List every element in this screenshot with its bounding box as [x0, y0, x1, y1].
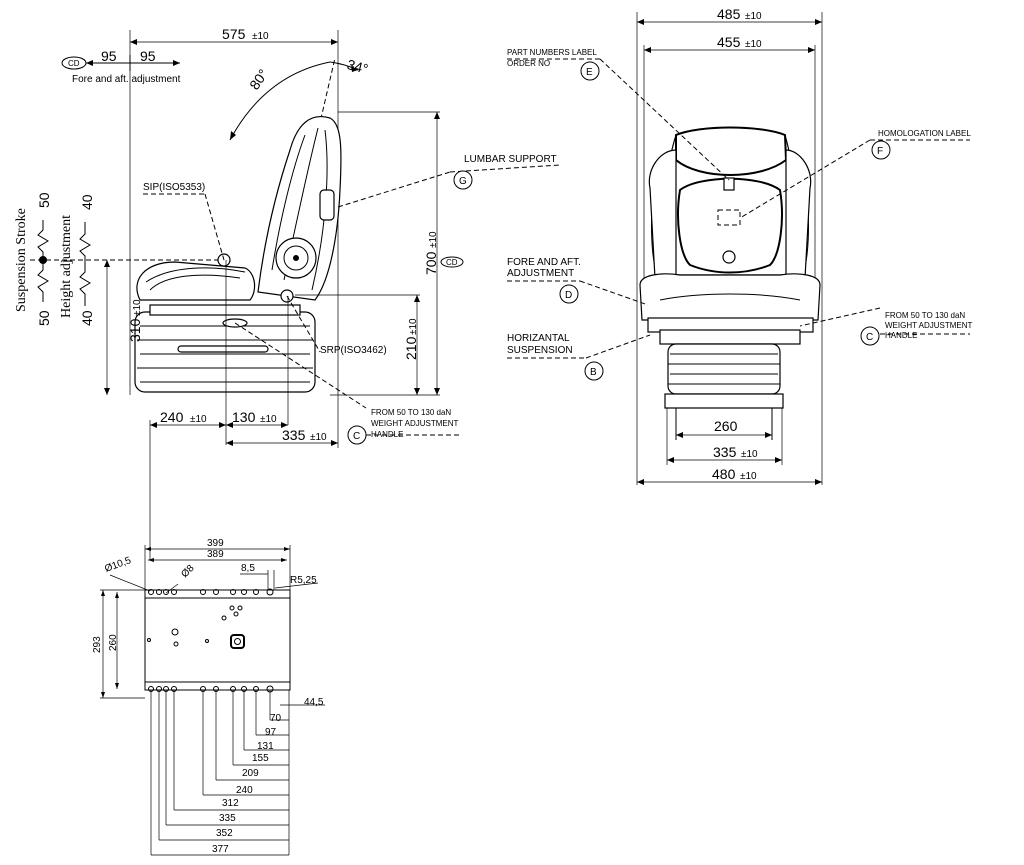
cd-symbol-right	[440, 256, 464, 268]
svg-text:E: E	[586, 67, 593, 78]
tag-b	[584, 361, 604, 381]
dim-352: 352	[216, 828, 233, 839]
horiz-label-1: HORIZANTAL	[507, 333, 570, 344]
tag-e	[580, 61, 600, 81]
fore-aft-minus: 95	[101, 48, 117, 64]
weight-note-side-3: HANDLE	[371, 430, 403, 439]
svg-text:±10: ±10	[745, 39, 762, 50]
dim-335-front: 335	[713, 444, 737, 460]
height-adjust-label: Height adjustment	[59, 215, 74, 318]
radius-525: R5,25	[290, 575, 317, 586]
hole-dims: 70 97 131 155 209 240 312 335 352 377	[150, 690, 290, 856]
dim-335-plate: 335	[219, 813, 236, 824]
hole-row-bottom	[148, 685, 274, 693]
dim-210: 210	[403, 336, 419, 360]
srp-label: SRP(ISO3462)	[320, 345, 387, 356]
dim-455: 455	[717, 34, 741, 50]
dim-310: 310	[127, 318, 143, 342]
suspension-plus: 50	[36, 192, 52, 208]
dim-399: 399	[207, 538, 224, 549]
horiz-label-2: SUSPENSION	[507, 345, 573, 356]
weight-note-front-2: WEIGHT ADJUSTMENT	[885, 321, 973, 330]
fore-aft-label: Fore and aft. adjustment	[72, 74, 181, 85]
dim-480: 480	[712, 466, 736, 482]
height-minus: 40	[79, 310, 95, 326]
svg-text:±10: ±10	[740, 471, 757, 482]
weight-note-side-2: WEIGHT ADJUSTMENT	[371, 419, 459, 428]
dim-312: 312	[222, 798, 239, 809]
dim-485: 485	[717, 6, 741, 22]
dim-575: 575	[222, 26, 246, 42]
hole-row-top	[148, 588, 274, 596]
dim-575-tol: ±10	[252, 31, 269, 42]
dim-389: 389	[207, 549, 224, 560]
svg-text:±10: ±10	[310, 432, 327, 443]
dim-209: 209	[242, 768, 259, 779]
cd-tag: CD	[68, 59, 80, 68]
svg-text:B: B	[590, 367, 597, 378]
svg-text:±10: ±10	[132, 299, 143, 316]
dim-335-side: 335	[282, 427, 306, 443]
side-view: 575 ±10 CD 95 95 Fore and aft. adjustmen…	[14, 26, 561, 560]
tag-c-front	[860, 326, 880, 346]
svg-text:±10: ±10	[260, 414, 277, 425]
svg-text:±10: ±10	[741, 449, 758, 460]
weight-note-side-1: FROM 50 TO 130 daN	[371, 408, 451, 417]
svg-text:±10: ±10	[428, 231, 439, 248]
svg-text:D: D	[565, 290, 572, 301]
dim-155: 155	[252, 753, 269, 764]
dia-8: Ø8	[179, 563, 197, 581]
dim-377: 377	[212, 844, 229, 855]
dim-85: 8,5	[241, 563, 255, 574]
dim-70: 70	[270, 713, 282, 724]
dia-105: Ø10,5	[103, 555, 133, 575]
svg-text:C: C	[353, 431, 360, 442]
dim-260-plate: 260	[108, 634, 119, 651]
dim-260-front: 260	[714, 418, 738, 434]
fore-aft-plus: 95	[140, 48, 156, 64]
front-view: 485 ±10 455 ±10 260 3	[507, 6, 973, 485]
angle-80: 80°	[246, 66, 271, 93]
dim-240: 240	[160, 409, 184, 425]
suspension-minus: 50	[36, 310, 52, 326]
fore-aft-label-1: FORE AND AFT.	[507, 257, 581, 268]
svg-text:F: F	[877, 146, 883, 157]
fore-aft-label-2: ADJUSTMENT	[507, 268, 574, 279]
dim-700: 700	[423, 251, 439, 275]
suspension-stroke-label: Suspension Stroke	[14, 208, 29, 312]
dim-97: 97	[265, 727, 277, 738]
lumbar-label: LUMBAR SUPPORT	[464, 154, 557, 165]
base-plate: 399 389 Ø10,5 Ø8 8,5 R5,25	[92, 538, 325, 856]
svg-text:CD: CD	[446, 258, 458, 267]
tag-c-side	[347, 425, 367, 445]
tag-f	[871, 140, 891, 160]
dim-130: 130	[232, 409, 256, 425]
dim-445: 44,5	[304, 697, 324, 708]
part-label-1: PART NUMBERS LABEL	[507, 48, 597, 57]
dim-131: 131	[257, 741, 274, 752]
angle-34: 34°	[345, 56, 370, 77]
tag-d	[559, 284, 579, 304]
tag-g	[453, 170, 473, 190]
weight-note-front-3: HANDLE	[885, 331, 917, 340]
svg-text:G: G	[459, 176, 467, 187]
part-label-2: ORDER NO	[507, 59, 550, 68]
svg-text:±10: ±10	[408, 318, 419, 335]
homolog-label: HOMOLOGATION LABEL	[878, 129, 971, 138]
svg-text:±10: ±10	[190, 414, 207, 425]
dim-240-plate: 240	[236, 785, 253, 796]
height-plus: 40	[79, 194, 95, 210]
weight-note-front-1: FROM 50 TO 130 daN	[885, 311, 965, 320]
svg-text:±10: ±10	[745, 11, 762, 22]
svg-text:C: C	[866, 332, 873, 343]
dim-293: 293	[92, 636, 103, 653]
sip-label: SIP(ISO5353)	[143, 182, 205, 193]
